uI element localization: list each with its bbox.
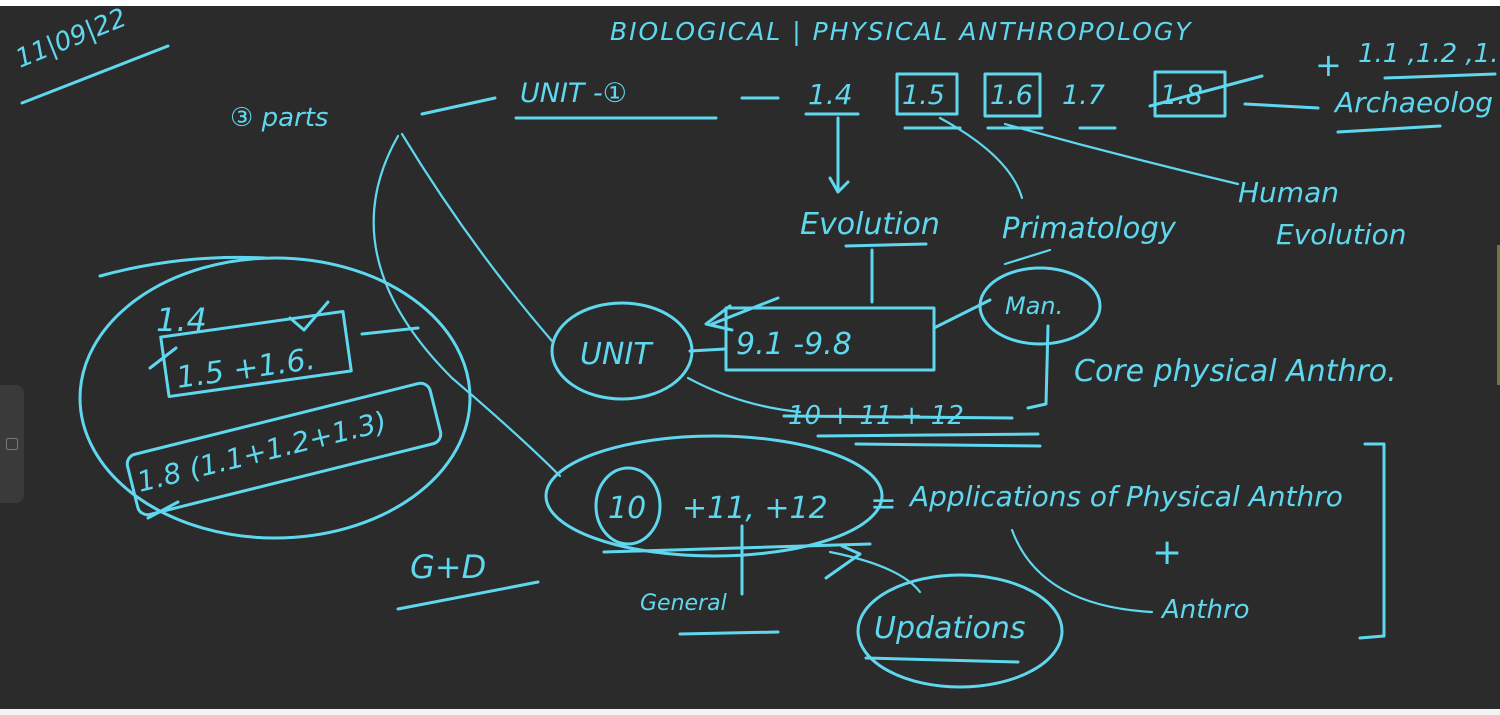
equals-sign: = (870, 484, 897, 522)
right-bracket (1358, 442, 1386, 640)
date-note: 11|09|22 (11, 6, 131, 74)
left-1-8-box (125, 381, 443, 517)
left-summary-ellipse (78, 256, 472, 540)
section-1-4: 1.4 (808, 78, 853, 111)
human-label: Human (1238, 176, 1339, 209)
primatology-to-man (1003, 248, 1052, 266)
section-1-7: 1.7 (1062, 80, 1105, 111)
crossed-underline-1 (816, 432, 1040, 438)
dash-to-archaeology (1243, 102, 1320, 110)
curve-parts-to-unit (400, 132, 554, 343)
evolution-underline (844, 242, 928, 248)
date-underline (20, 44, 170, 105)
branch-to-human-evolution (1003, 122, 1240, 186)
archaeology-label: Archaeolog (1333, 86, 1493, 119)
page-title: BIOLOGICAL | PHYSICAL ANTHROPOLOGY (610, 17, 1193, 46)
unit-ten-ellipse (594, 466, 662, 546)
section-1-5-box (895, 72, 959, 116)
updations-arrow (824, 544, 862, 580)
side-panel-handle[interactable] (0, 385, 24, 503)
plus-11-12: +11, +12 (682, 491, 828, 526)
updations-underline (864, 656, 1020, 664)
left-1-8-group: 1.8 (1.1+1.2+1.3) (134, 405, 390, 499)
human-evolution-label: Evolution (1276, 218, 1407, 251)
left-1-5-1-6: 1.5 +1.6. (174, 342, 317, 396)
applications-group-ellipse (544, 434, 884, 558)
unit-ten: 10 (608, 491, 646, 526)
evolution-label: Evolution (800, 207, 940, 242)
whiteboard-canvas[interactable]: 11|09|22 BIOLOGICAL | PHYSICAL ANTHROPOL… (0, 6, 1500, 709)
unit-range-box (724, 306, 936, 372)
g-plus-d-note: G+D (410, 548, 486, 586)
general-underline (678, 630, 780, 636)
section-1-6: 1.6 (990, 80, 1033, 111)
three-parts-note: ③ parts (230, 103, 328, 133)
applications-to-anthro (1010, 528, 1154, 614)
box-to-man (932, 298, 992, 330)
left-1-5-box (159, 309, 353, 399)
unit-to-box-dash (688, 347, 727, 353)
section-1-8-box (1153, 70, 1227, 118)
handwritten-notes: 11|09|22 BIOLOGICAL | PHYSICAL ANTHROPOL… (11, 6, 1499, 689)
crossed-underline-2 (854, 442, 1042, 448)
man-to-crossed-bracket (1026, 324, 1050, 410)
archaeology-underline (1336, 124, 1442, 134)
primatology-label: Primatology (1002, 211, 1177, 245)
curve-parts-to-applications (372, 134, 562, 478)
group-underline (602, 542, 872, 554)
applications-label: Applications of Physical Anthro (908, 480, 1343, 513)
right-scroll-indicator[interactable] (1497, 245, 1500, 385)
bottom-border (0, 709, 1500, 715)
arrow-to-unit-range (704, 296, 780, 332)
man-label: Man. (1005, 292, 1063, 320)
updations-label: Updations (874, 611, 1026, 646)
section-1-6-box (983, 72, 1042, 118)
anthro-label: Anthro (1160, 595, 1250, 625)
crossed-strike (782, 414, 1014, 420)
section-1-8: 1.8 (1160, 80, 1203, 111)
connector-parts-unit (420, 96, 497, 116)
panel-handle-icon (6, 438, 18, 450)
arrow-to-evolution (828, 116, 850, 194)
left-check (288, 300, 330, 332)
top-right-sections: 1.1 ,1.2 ,1. (1358, 39, 1499, 69)
unit-label: UNIT (580, 337, 654, 372)
unit-to-crossed (686, 376, 802, 414)
left-summary-top-arc (98, 255, 267, 278)
left-bottom-arrow (146, 500, 180, 520)
plus-mid: + (1152, 532, 1182, 573)
branch-to-primatology (938, 116, 1024, 200)
top-right-underline (1383, 72, 1497, 80)
section-1-5: 1.5 (902, 80, 945, 111)
updations-ellipse (856, 573, 1064, 689)
unit-range: 9.1 -9.8 (736, 327, 852, 362)
g-d-underline (396, 580, 540, 611)
core-physical-note: Core physical Anthro. (1074, 354, 1397, 389)
group-to-updations (828, 550, 922, 594)
section-1-8-strike (1148, 74, 1264, 108)
plus-top: + (1315, 46, 1342, 84)
left-dash (360, 326, 420, 336)
unit-one-label: UNIT -① (520, 78, 627, 109)
general-label: General (640, 591, 727, 616)
